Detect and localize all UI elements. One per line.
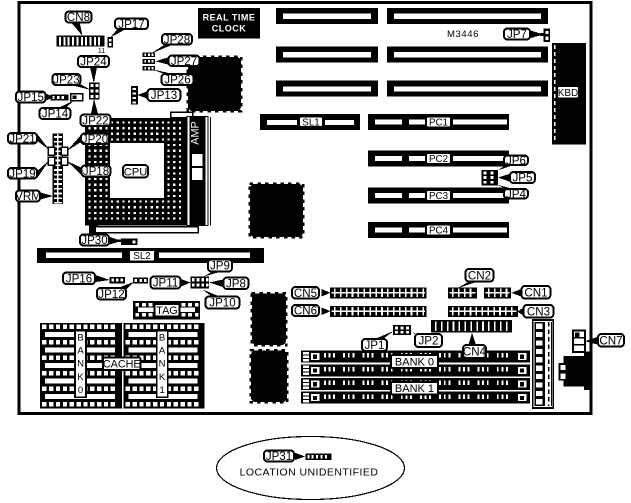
svg-text:VRM: VRM	[15, 190, 41, 203]
svg-text:LOCATION UNIDENTIFIED: LOCATION UNIDENTIFIED	[240, 466, 379, 478]
svg-text:CN8: CN8	[67, 11, 90, 24]
svg-text:AMP: AMP	[190, 121, 202, 144]
svg-text:CN3: CN3	[527, 305, 550, 318]
svg-text:K: K	[159, 372, 166, 383]
svg-text:REAL TIME: REAL TIME	[203, 13, 256, 23]
svg-text:JP23: JP23	[53, 74, 79, 87]
svg-text:11: 11	[98, 48, 105, 55]
svg-text:JP13: JP13	[151, 89, 177, 102]
svg-text:A: A	[77, 346, 84, 357]
svg-text:PC4: PC4	[429, 226, 449, 237]
svg-text:KBD: KBD	[558, 88, 579, 99]
svg-text:CN5: CN5	[294, 287, 317, 300]
svg-text:JP1: JP1	[365, 339, 385, 352]
svg-text:N: N	[77, 359, 84, 370]
svg-text:PC3: PC3	[429, 191, 449, 202]
svg-text:CN1: CN1	[524, 286, 547, 299]
svg-text:JP30: JP30	[81, 234, 107, 247]
svg-text:PC1: PC1	[429, 118, 448, 129]
svg-text:JP14: JP14	[42, 108, 69, 121]
svg-text:CACHE: CACHE	[103, 359, 141, 371]
svg-text:1: 1	[159, 385, 164, 396]
svg-text:JP11: JP11	[153, 277, 179, 290]
svg-text:JP28: JP28	[164, 33, 190, 46]
svg-text:N: N	[159, 359, 166, 370]
svg-text:PC2: PC2	[429, 154, 448, 165]
svg-text:TAG: TAG	[156, 305, 177, 317]
svg-text:JP10: JP10	[209, 297, 235, 310]
svg-text:JP26: JP26	[164, 74, 190, 87]
svg-text:CN6: CN6	[294, 305, 317, 318]
svg-text:JP4: JP4	[506, 188, 527, 201]
svg-text:JP15: JP15	[18, 91, 44, 104]
svg-text:JP8: JP8	[226, 277, 246, 290]
svg-text:SL1: SL1	[302, 117, 319, 128]
svg-text:CPU: CPU	[124, 166, 148, 178]
svg-text:CN7: CN7	[599, 334, 622, 347]
svg-text:JP19: JP19	[9, 167, 35, 180]
svg-text:M3446: M3446	[447, 29, 479, 40]
svg-text:B: B	[77, 332, 83, 343]
svg-text:JP22: JP22	[82, 114, 108, 127]
svg-text:JP9: JP9	[210, 260, 230, 273]
svg-text:JP18: JP18	[83, 165, 109, 178]
svg-text:JP20: JP20	[82, 133, 108, 146]
svg-text:BANK 0: BANK 0	[395, 356, 434, 368]
svg-text:CN4: CN4	[463, 346, 487, 359]
svg-text:JP2: JP2	[419, 335, 439, 348]
svg-text:JP21: JP21	[9, 132, 35, 145]
svg-text:BANK 1: BANK 1	[395, 383, 434, 395]
svg-text:0: 0	[78, 385, 83, 396]
svg-text:JP5: JP5	[513, 172, 533, 185]
svg-text:CLOCK: CLOCK	[212, 24, 247, 34]
svg-text:JP7: JP7	[507, 28, 527, 41]
svg-text:B: B	[159, 332, 165, 343]
svg-text:JP12: JP12	[98, 288, 124, 301]
svg-text:A: A	[159, 346, 166, 357]
svg-text:JP17: JP17	[118, 18, 144, 31]
svg-text:SL2: SL2	[133, 251, 150, 262]
svg-text:JP27: JP27	[171, 55, 197, 68]
svg-text:K: K	[77, 372, 84, 383]
svg-text:JP6: JP6	[506, 154, 526, 167]
svg-text:JP24: JP24	[80, 56, 107, 69]
svg-text:CN2: CN2	[468, 269, 491, 282]
svg-text:JP16: JP16	[66, 272, 92, 285]
svg-text:JP31: JP31	[266, 450, 292, 463]
